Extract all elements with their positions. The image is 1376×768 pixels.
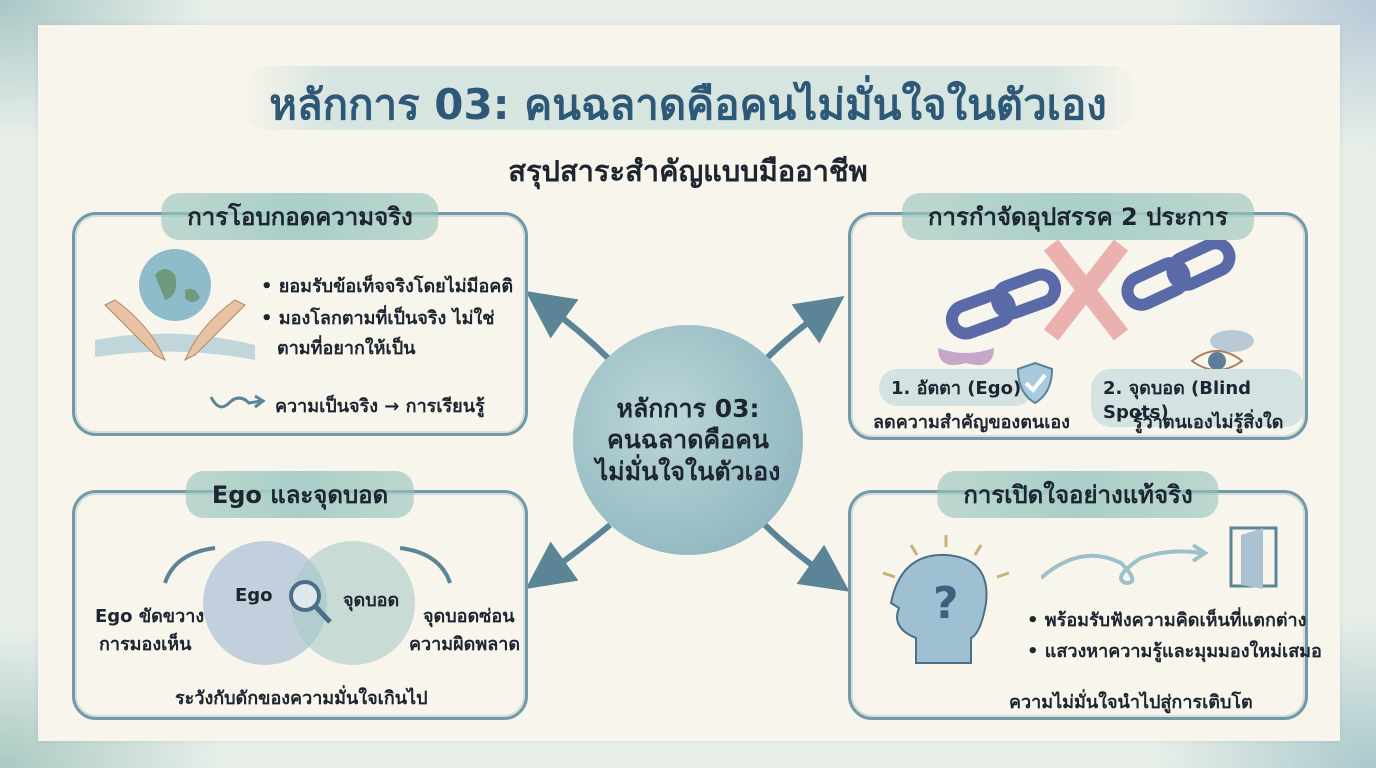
obstacle-blind-spots-label: 2. จุดบอด (Blind Spots) (1091, 369, 1305, 427)
hands-globe-icon (95, 249, 255, 362)
arrow-top-left (525, 291, 613, 363)
eye-cloud-icon (1190, 330, 1254, 371)
title-wash (240, 66, 1140, 130)
shield-check-icon (1016, 361, 1054, 405)
ego-circle (203, 541, 327, 665)
hub-line3: ไม่มั่นใจในตัวเอง (595, 456, 781, 486)
hub-line2: คนฉลาดคือคน (607, 425, 769, 455)
page-title: หลักการ 03: คนฉลาดคือคนไม่มั่นใจในตัวเอง (269, 80, 1107, 129)
obstacle-ego-desc: ลดความสำคัญของตนเอง (873, 412, 1070, 433)
panel-open-mind: การเปิดใจอย่างแท้จริง ? • พร้อมรับฟังควา… (848, 471, 1322, 720)
bullet-2: • มองโลกตามที่เป็นจริง ไม่ใช่ (261, 308, 495, 329)
blindspot-effect-line1: จุดบอดซ่อน (423, 606, 515, 627)
magnifier-icon (289, 580, 321, 612)
svg-text:?: ? (933, 578, 959, 629)
blindspot-effect-line2: ความผิดพลาด (409, 634, 521, 655)
panel-title: การโอบกอดความจริง (161, 193, 439, 240)
head-question-icon: ? (882, 535, 1010, 664)
arrow-bottom-right (762, 522, 850, 592)
central-topic-circle: หลักการ 03: คนฉลาดคือคน ไม่มั่นใจในตัวเอ… (573, 325, 803, 555)
mask-icon (938, 348, 994, 366)
panel-title: การกำจัดอุปสรรค 2 ประการ (901, 193, 1255, 240)
door-arrow-icon (1041, 526, 1278, 589)
blindspot-circle (291, 541, 415, 665)
curved-arrow-right (399, 546, 452, 584)
ego-effect-line2: การมองเห็น (99, 634, 192, 655)
bullet-2-cont: ตามที่อยากให้เป็น (277, 338, 416, 359)
panel-title: การเปิดใจอย่างแท้จริง (937, 471, 1219, 518)
panel-title: Ego และจุดบอด (185, 471, 415, 518)
panel-ego-blindspots: Ego และจุดบอด Ego จุดบอด Ego ขัดขวาง การ… (72, 471, 528, 720)
obstacle-ego-label: 1. อัตตา (Ego) (879, 369, 1034, 406)
bullet-2: • แสวงหาความรู้และมุมมองใหม่เสมอ (1027, 641, 1322, 662)
hub-line1: หลักการ 03: (616, 394, 760, 424)
bullet-1: • ยอมรับข้อเท็จจริงโดยไม่มีอคติ (261, 276, 514, 297)
venn-blindspot-label: จุดบอด (343, 590, 400, 611)
open-footer: ความไม่มั่นใจนำไปสู่การเติบโต (1009, 692, 1253, 713)
panel-remove-obstacles: การกำจัดอุปสรรค 2 ประการ 1. อัตตา (Ego) … (848, 193, 1308, 440)
obstacle-blind-desc: รู้ว่าตนเองไม่รู้สิ่งใด (1133, 412, 1284, 433)
arrow-top-right (762, 296, 845, 363)
page-subtitle: สรุปสาระสำคัญแบบมืออาชีพ (508, 154, 868, 188)
arrow-bottom-left (525, 522, 612, 589)
ego-effect-line1: Ego ขัดขวาง (95, 606, 205, 627)
squiggle-arrow-icon (209, 394, 266, 409)
flow-text: ความเป็นจริง → การเรียนรู้ (275, 396, 485, 417)
ego-footer: ระวังกับดักของความมั่นใจเกินไป (175, 688, 428, 709)
bullet-1: • พร้อมรับฟังความคิดเห็นที่แตกต่าง (1027, 610, 1307, 631)
venn-ego-label: Ego (235, 585, 273, 606)
broken-chain-icon (945, 240, 1236, 341)
panel-embrace-reality: การโอบกอดความจริง • ยอมรับข้อเท็จจริงโดย… (72, 193, 528, 436)
curved-arrow-left (163, 546, 216, 584)
venn-diagram (163, 541, 452, 665)
